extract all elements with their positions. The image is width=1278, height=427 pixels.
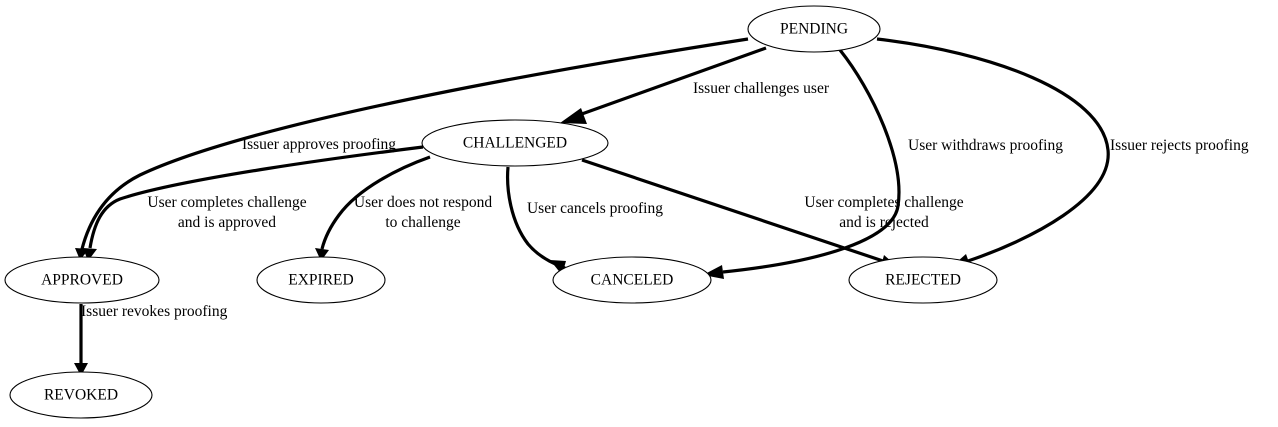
node-approved-label: APPROVED — [41, 272, 123, 289]
node-canceled-ellipse[interactable] — [552, 256, 712, 304]
node-expired[interactable]: EXPIRED — [256, 256, 386, 304]
edge-approved-revoked: Issuer revokes proofing — [74, 303, 228, 376]
edge-label-challenged-rejected-line1: User completes challenge — [804, 194, 963, 211]
node-challenged[interactable]: CHALLENGED — [421, 119, 609, 167]
node-expired-label: EXPIRED — [288, 272, 353, 289]
edge-path-challenged-expired — [320, 155, 431, 250]
node-pending[interactable]: PENDING — [747, 5, 881, 53]
edge-challenged-approved: User completes challenge and is approved — [83, 145, 424, 261]
node-pending-label: PENDING — [780, 21, 848, 38]
edge-pending-canceled: User withdraws proofing — [703, 49, 1063, 279]
edge-label-challenged-canceled: User cancels proofing — [527, 200, 663, 217]
edge-pending-rejected: Issuer rejects proofing — [876, 37, 1249, 268]
edge-label-challenged-expired-line2: to challenge — [385, 214, 460, 231]
edge-path-challenged-approved — [88, 145, 424, 249]
edge-label-pending-rejected: Issuer rejects proofing — [1110, 137, 1249, 154]
edge-path-pending-challenged — [578, 46, 767, 117]
arrowhead-challenged-from-pending — [560, 108, 587, 124]
node-canceled[interactable]: CANCELED — [552, 256, 712, 304]
edge-path-challenged-canceled — [506, 166, 566, 270]
edge-path-pending-approved — [80, 37, 749, 250]
edge-path-challenged-rejected — [581, 158, 887, 264]
edge-path-pending-canceled — [722, 49, 901, 274]
edge-challenged-expired: User does not respond to challenge — [315, 155, 492, 261]
edge-label-pending-challenged: Issuer challenges user — [693, 80, 830, 97]
node-challenged-ellipse[interactable] — [421, 119, 609, 167]
node-canceled-label: CANCELED — [591, 272, 674, 289]
edge-challenged-canceled: User cancels proofing — [506, 166, 663, 275]
edge-label-challenged-approved-line1: User completes challenge — [147, 194, 306, 211]
node-rejected[interactable]: REJECTED — [848, 256, 998, 304]
arrowhead-revoked-from-approved — [74, 363, 88, 376]
node-rejected-ellipse[interactable] — [848, 256, 998, 304]
arrowhead-approved-from-challenged — [83, 248, 97, 261]
edge-label-challenged-approved-line2: and is approved — [178, 214, 276, 231]
edge-challenged-rejected: User completes challenge and is rejected — [581, 158, 964, 270]
node-revoked[interactable]: REVOKED — [9, 371, 153, 419]
edge-label-challenged-expired-line1: User does not respond — [354, 194, 492, 211]
edge-path-pending-rejected — [876, 37, 1110, 263]
arrowhead-expired-from-challenged — [315, 248, 329, 261]
node-expired-ellipse[interactable] — [256, 256, 386, 304]
edge-label-pending-approved: Issuer approves proofing — [242, 136, 396, 153]
edge-label-challenged-rejected-line2: and is rejected — [839, 214, 929, 231]
edge-pending-approved: Issuer approves proofing — [75, 37, 749, 260]
node-rejected-label: REJECTED — [885, 272, 961, 289]
node-approved[interactable]: APPROVED — [4, 256, 160, 304]
edge-label-approved-revoked: Issuer revokes proofing — [81, 303, 228, 320]
node-approved-ellipse[interactable] — [4, 256, 160, 304]
node-pending-ellipse[interactable] — [747, 5, 881, 53]
edge-label-pending-canceled: User withdraws proofing — [908, 137, 1063, 154]
node-revoked-label: REVOKED — [44, 387, 118, 404]
edge-pending-challenged: Issuer challenges user — [560, 46, 830, 124]
node-revoked-ellipse[interactable] — [9, 371, 153, 419]
node-challenged-label: CHALLENGED — [463, 135, 567, 152]
